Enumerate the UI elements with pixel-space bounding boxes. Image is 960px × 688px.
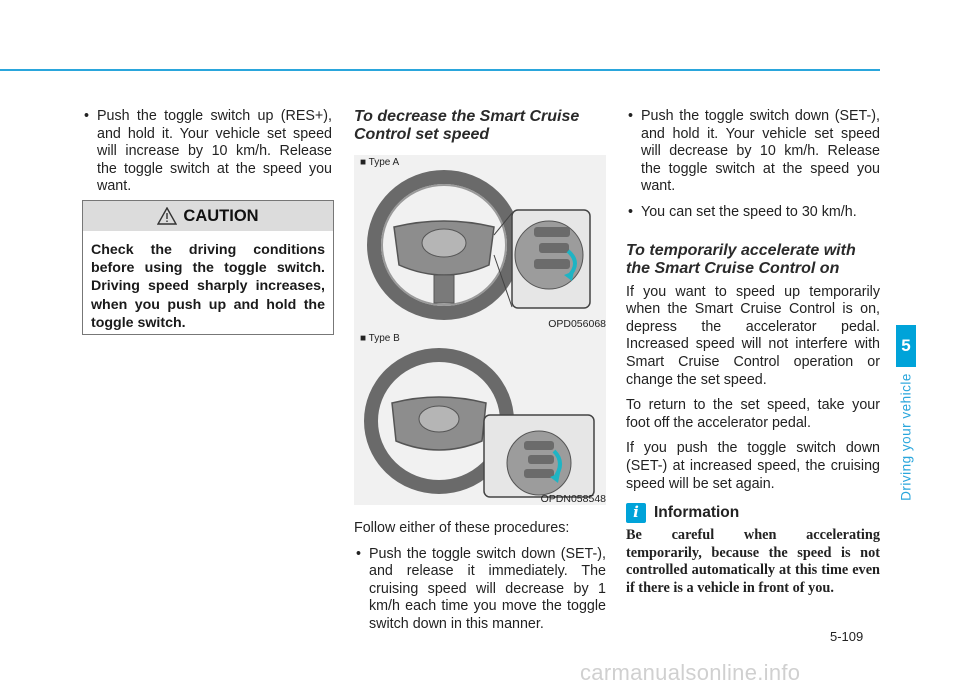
information-text: Be careful when accelerating temporarily… <box>626 527 880 596</box>
info-icon: i <box>626 503 646 524</box>
heading-line-2: the Smart Cruise Control on <box>626 259 840 277</box>
paragraph-return: To return to the set speed, take your fo… <box>626 397 880 431</box>
chapter-label: Driving your vehicle <box>896 372 916 502</box>
bullet-min-speed: You can set the speed to 30 km/h. <box>626 204 880 222</box>
caution-title: CAUTION <box>183 206 259 225</box>
figure-label: ■ Type A <box>360 157 400 168</box>
caution-text: Check the driving conditions before usin… <box>91 242 325 331</box>
figure-code: OPD056068 <box>548 318 606 330</box>
heading-line-1: To temporarily accelerate with <box>626 241 856 259</box>
heading-line-2: Control set speed <box>354 126 490 143</box>
paragraph-accelerate: If you want to speed up temporarily when… <box>626 283 880 388</box>
watermark: carmanualsonline.info <box>580 660 801 685</box>
information-header: i Information <box>626 503 880 524</box>
bullet-set-minus-release: Push the toggle switch down (SET-), and … <box>354 546 606 634</box>
figure-type-b: ■ Type B OPDN058548 <box>354 333 606 505</box>
procedures-intro: Follow either of these procedures: <box>354 520 570 536</box>
heading-line-1: To decrease the Smart Cruise <box>354 108 580 125</box>
information-title: Information <box>654 504 740 522</box>
steering-wheel-illustration <box>367 170 591 320</box>
paragraph-reset: If you push the toggle switch down (SET-… <box>626 440 880 492</box>
caution-header: CAUTION <box>83 201 333 231</box>
column-3: Push the toggle switch down (SET-), and … <box>626 108 880 597</box>
section-heading-decrease: To decrease the Smart Cruise Control set… <box>354 108 606 144</box>
bullet-set-minus-hold: Push the toggle switch down (SET-), and … <box>626 108 880 196</box>
steering-wheel-illustration <box>364 348 595 498</box>
page-number: 5-109 <box>830 629 864 644</box>
header-rule <box>0 69 880 71</box>
bullet-res-plus: Push the toggle switch up (RES+), and ho… <box>82 108 332 196</box>
column-2: To decrease the Smart Cruise Control set… <box>354 108 606 144</box>
figure-label: ■ Type B <box>360 333 400 344</box>
column-2-body: Follow either of these procedures: Push … <box>354 520 606 642</box>
caution-box: CAUTION Check the driving conditions bef… <box>82 200 334 335</box>
section-heading-accelerate: To temporarily accelerate with the Smart… <box>626 242 880 278</box>
figure-type-a: ■ Type A OPD056068 <box>354 155 606 333</box>
figure-code: OPDN058548 <box>540 493 606 505</box>
column-1: Push the toggle switch up (RES+), and ho… <box>82 108 332 204</box>
chapter-tab: 5 <box>896 325 916 367</box>
warning-triangle-icon <box>157 207 178 225</box>
chapter-label-text: Driving your vehicle <box>898 373 914 501</box>
